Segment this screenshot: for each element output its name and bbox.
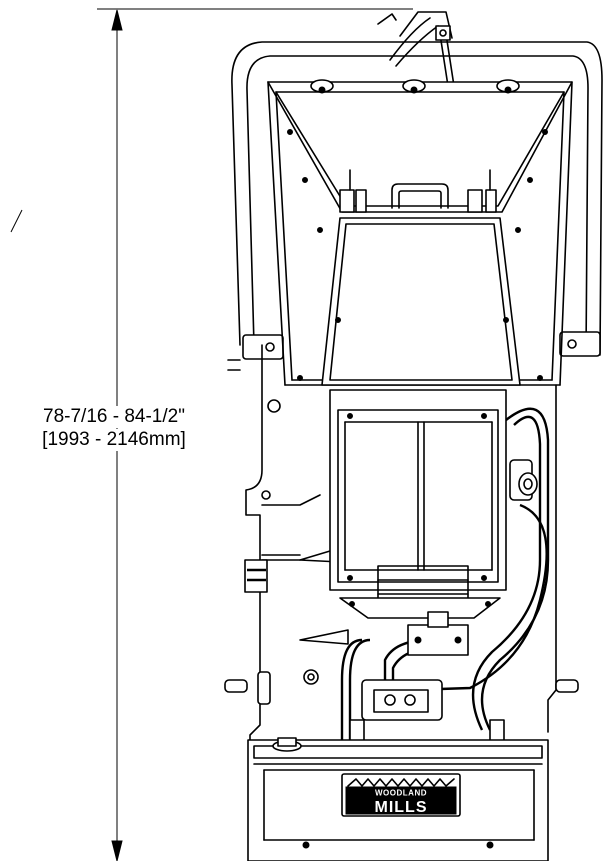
arrowhead-top [111, 9, 123, 31]
arrowhead-bottom [111, 840, 123, 862]
hopper-knobs [310, 79, 520, 94]
leader-tick [10, 209, 23, 233]
dimension-metric: [1993 - 2146mm] [0, 429, 228, 451]
chute [321, 217, 521, 386]
chipper-housing [329, 389, 507, 619]
main-frame [224, 344, 579, 862]
dimension-imperial: 78-7/16 - 84-1/2" [0, 406, 228, 428]
logo-line1: WOODLAND [375, 789, 427, 798]
logo-plate: WOODLAND MILLS [341, 773, 461, 817]
hopper-latches [339, 169, 497, 213]
logo-line2: MILLS [375, 799, 428, 816]
